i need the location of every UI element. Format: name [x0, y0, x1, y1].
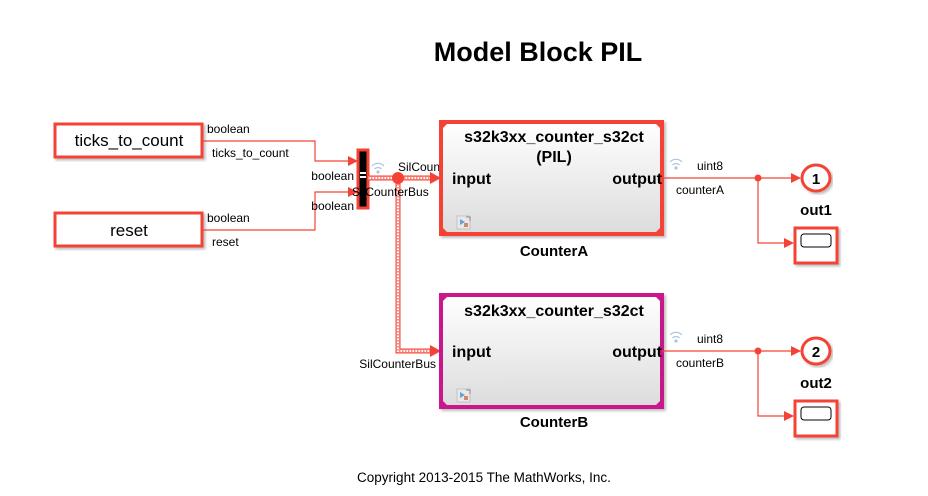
branch-point — [754, 347, 762, 355]
arrow-head — [784, 411, 794, 421]
signal-name-label: reset — [212, 235, 239, 249]
copyright-annotation: Copyright 2013-2015 The MathWorks, Inc. — [357, 470, 611, 485]
signal-type-label: uint8 — [697, 332, 723, 346]
arrow-head — [791, 346, 801, 356]
output-port-label: output — [612, 344, 662, 361]
outport-name-label: out1 — [800, 202, 832, 219]
arrow-head — [430, 345, 441, 357]
display-block-1[interactable] — [793, 226, 839, 265]
model-reference-icon — [456, 215, 471, 230]
input-port-label: input — [452, 171, 492, 188]
model-reference-icon — [456, 388, 471, 403]
outport-1[interactable]: 1 — [800, 163, 832, 193]
signal-line-reset[interactable] — [202, 191, 348, 231]
bus-signal-label: SilCounterBus — [352, 185, 429, 199]
signal-line-ticks[interactable] — [202, 140, 348, 162]
outport-number: 2 — [812, 344, 820, 361]
inport-label: ticks_to_count — [75, 131, 184, 150]
inport-label: reset — [110, 221, 148, 240]
model-block-counterA[interactable]: s32k3xx_counter_s32ct (PIL) input output — [439, 120, 664, 236]
referenced-model-name: s32k3xx_counter_s32ct — [464, 303, 644, 320]
wifi-icon — [371, 162, 385, 174]
branch-point — [754, 174, 762, 182]
wifi-icon — [669, 158, 683, 170]
signal-line-counterB-display[interactable] — [757, 351, 786, 417]
bus-input-type-label: boolean — [311, 169, 354, 183]
diagram-title: Model Block PIL — [434, 37, 643, 67]
arrow-head — [784, 238, 794, 248]
arrow-head — [791, 173, 801, 183]
signal-type-label: boolean — [207, 211, 250, 225]
block-name-label: CounterA — [520, 243, 588, 260]
signal-name-label: ticks_to_count — [212, 146, 289, 160]
branch-point — [392, 172, 404, 184]
input-port-label: input — [452, 344, 492, 361]
model-block-counterB[interactable]: s32k3xx_counter_s32ct input output — [439, 293, 664, 409]
outport-2[interactable]: 2 — [800, 336, 832, 366]
signal-type-label: boolean — [207, 122, 250, 136]
inport-reset[interactable]: reset — [53, 211, 204, 248]
signal-name-label: counterB — [676, 356, 724, 370]
display-block-2[interactable] — [793, 399, 839, 438]
wifi-icon — [669, 331, 683, 343]
signal-type-label: uint8 — [697, 159, 723, 173]
arrow-head — [348, 187, 358, 197]
outport-name-label: out2 — [800, 375, 832, 392]
referenced-model-name: s32k3xx_counter_s32ct — [464, 129, 644, 146]
arrow-head — [430, 172, 441, 184]
output-port-label: output — [612, 171, 662, 188]
outport-number: 1 — [812, 171, 820, 188]
bus-input-type-label: boolean — [311, 199, 354, 213]
simulation-mode-label: (PIL) — [536, 149, 572, 166]
arrow-head — [348, 156, 358, 166]
bus-line[interactable] — [368, 175, 430, 354]
signal-line-counterA-display[interactable] — [757, 178, 786, 244]
block-name-label: CounterB — [520, 414, 588, 431]
signal-name-label: counterA — [676, 183, 724, 197]
bus-signal-label: SilCounterBus — [359, 357, 436, 371]
inport-ticks-to-count[interactable]: ticks_to_count — [53, 122, 204, 159]
bus-creator-block[interactable] — [356, 148, 370, 210]
